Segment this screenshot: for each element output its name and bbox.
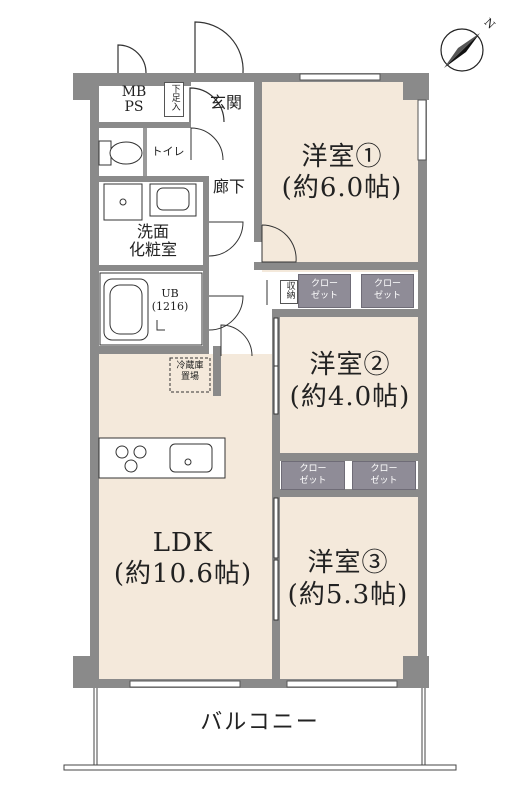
room2-name: 洋室②: [309, 350, 391, 380]
room2-size: (約4.0帖): [289, 382, 411, 412]
ldk-name: LDK: [152, 528, 214, 558]
windows: [129, 73, 427, 688]
unit-bath-label: UB (1216): [151, 287, 189, 313]
ldk-size: (約10.6帖): [113, 559, 253, 589]
room3-name: 洋室③: [307, 548, 389, 578]
entrance-doors: [117, 21, 244, 123]
storage-label: 収納: [280, 280, 298, 305]
room2-floor: [280, 317, 418, 453]
compass-icon: [440, 28, 484, 72]
fridge-label: 冷蔵庫 置場: [176, 361, 204, 383]
washroom-label: 洗面 化粧室: [128, 222, 177, 260]
interior-doors: [190, 127, 297, 357]
closet-room1-left: クロー ゼット: [298, 274, 351, 308]
storage-text: 収納: [284, 281, 295, 299]
walls: [73, 73, 429, 688]
toilet-fixture: [98, 140, 143, 166]
balcony-outline: [63, 688, 457, 771]
balcony-label: バルコニー: [200, 710, 320, 735]
closet-room2-left: クロー ゼット: [281, 461, 345, 490]
room3-size: (約5.3帖): [287, 580, 409, 610]
hallway-label: 廊下: [212, 177, 245, 196]
shoe-storage-text: 下足入: [169, 84, 180, 111]
closet-room1-right: クロー ゼット: [361, 274, 414, 308]
washroom-fixtures: [103, 183, 197, 221]
ldk-floor: [99, 354, 272, 679]
room1-name: 洋室①: [301, 142, 383, 172]
kitchen-counter: [98, 437, 226, 479]
unit-bath: [99, 272, 203, 346]
shoe-storage-label: 下足入: [164, 82, 184, 118]
closet-room2-right: クロー ゼット: [352, 461, 416, 490]
fridge-space: [169, 357, 211, 393]
toilet-label: トイレ: [151, 145, 185, 158]
room1-size: (約6.0帖): [281, 173, 403, 203]
entrance-label: 玄関: [209, 93, 242, 112]
sliding-doors: [273, 317, 279, 621]
room3-floor: [280, 497, 418, 679]
mb-ps-label: MB PS: [121, 84, 147, 116]
room1-floor: [262, 82, 418, 272]
